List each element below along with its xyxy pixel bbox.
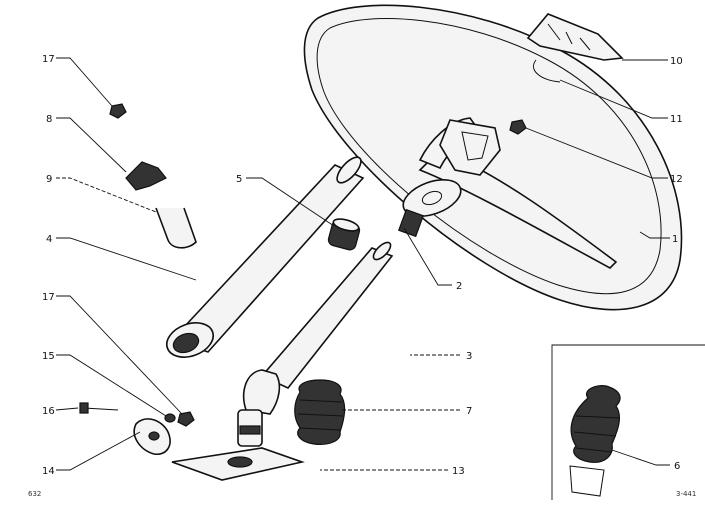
bearing-bush <box>327 218 361 251</box>
callout-7: 7 <box>466 406 472 417</box>
callout-1: 1 <box>672 234 678 245</box>
washer <box>164 413 176 423</box>
callout-4: 4 <box>46 234 52 245</box>
hub-screw <box>509 119 527 135</box>
nut-top <box>109 103 127 119</box>
page-code: 632 <box>28 490 41 498</box>
steering-wheel <box>303 4 683 311</box>
callout-3: 3 <box>466 351 472 362</box>
callout-13: 13 <box>452 466 465 477</box>
drawing-code: 3-441 <box>676 490 696 498</box>
callout-17-lower: 17 <box>42 292 55 303</box>
callout-9: 9 <box>46 174 52 185</box>
callout-5: 5 <box>236 174 242 185</box>
clamp-plate <box>133 418 171 456</box>
callout-12: 12 <box>670 174 683 185</box>
callout-8: 8 <box>46 114 52 125</box>
steering-shaft <box>237 241 394 447</box>
leader-lines <box>55 57 670 471</box>
callout-17-top: 17 <box>42 54 55 65</box>
floor-plate <box>171 447 305 481</box>
bolt <box>79 402 119 414</box>
callout-10: 10 <box>670 56 683 67</box>
callout-6: 6 <box>674 461 680 472</box>
u-clamp <box>155 207 197 249</box>
horn-button <box>526 13 624 61</box>
nut-lower <box>177 411 195 427</box>
mounting-bracket <box>125 161 167 191</box>
outer-column-tube <box>165 156 365 358</box>
callout-15: 15 <box>42 351 55 362</box>
callout-16: 16 <box>42 406 55 417</box>
rubber-boot <box>294 379 346 445</box>
spring-clip <box>533 59 561 83</box>
callout-labels: 17 8 9 4 17 15 16 14 5 2 3 7 13 1 10 11 … <box>42 54 683 477</box>
callout-2: 2 <box>456 281 462 292</box>
inset-frame <box>551 344 705 500</box>
callout-11: 11 <box>670 114 683 125</box>
callout-14: 14 <box>42 466 55 477</box>
